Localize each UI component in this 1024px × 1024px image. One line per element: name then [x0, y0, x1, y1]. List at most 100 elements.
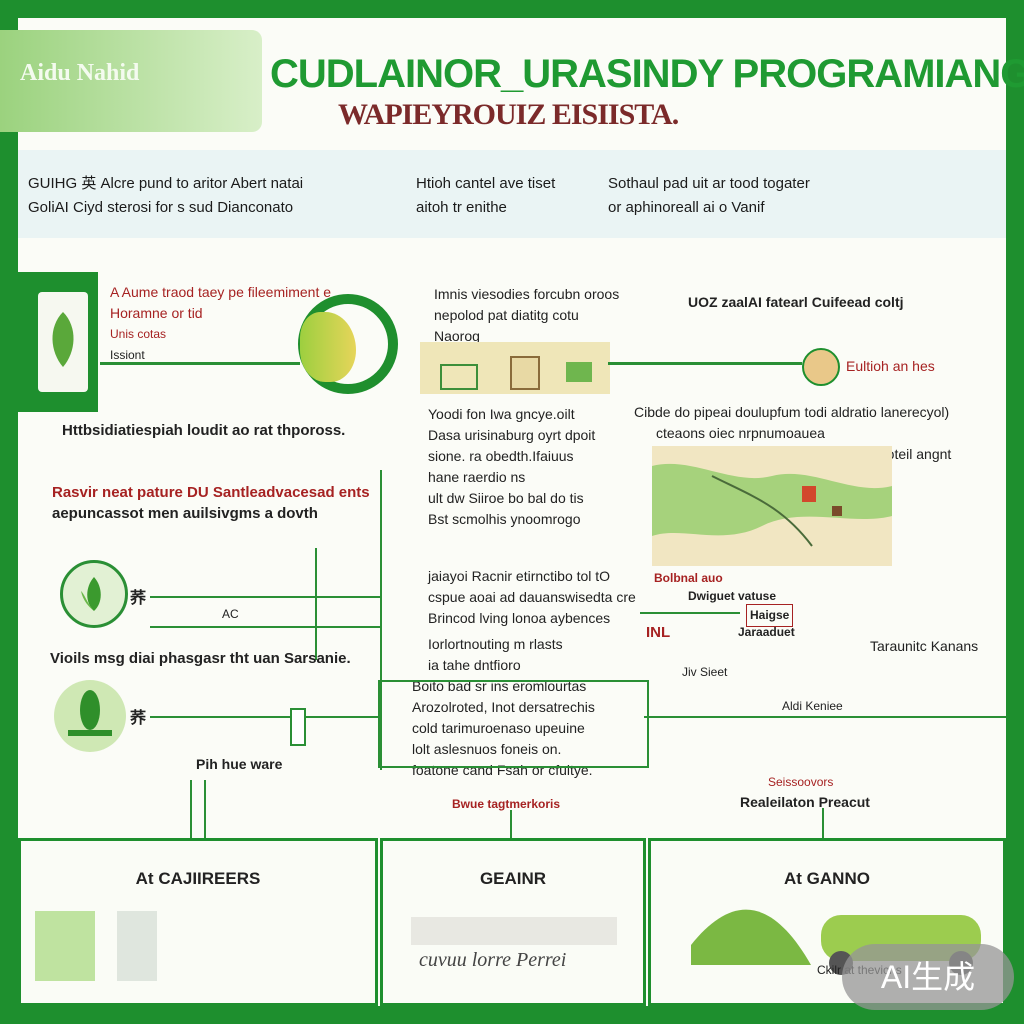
leaf-icon-graphic [52, 312, 74, 367]
panel-left: At CAJIIREERS [18, 838, 378, 1006]
panel-script-text: cuvuu lorre Perrei [419, 949, 567, 971]
right-person-label: Eultioh an hes [846, 358, 935, 374]
center-block-3: jaiayoi Racnir etirnctibo tol tO cspue a… [428, 566, 636, 629]
panel-label: At CAJIIREERS [135, 869, 261, 888]
tube-icon [290, 708, 306, 746]
center-block-2: Yoodi fon Iwa gncye.oilt Dasa urisinabur… [428, 404, 595, 530]
left-caption-2: Vioils msg diai phasgasr tht uan Sarsani… [50, 650, 351, 667]
panel-image [35, 911, 95, 981]
right-tag-8: Aldi Keniee [782, 699, 843, 713]
connector-line [150, 626, 382, 628]
text-line: Horamne or tid [110, 305, 203, 321]
text-line: sione. ra obedth.Ifaiuus [428, 448, 574, 464]
fence-icon [440, 364, 478, 390]
text-line: hane raerdio ns [428, 469, 526, 485]
text-line: Boito bad sr ins eromlourtas [412, 678, 587, 694]
left-footnote: Pih hue ware [196, 756, 283, 772]
intro-col2: Htioh cantel ave tiset aitoh tr enithe [416, 172, 555, 220]
text-line: A Aume traod taey pe fileemiment e [110, 284, 332, 300]
panel-label: At GANNO [784, 869, 870, 888]
center-block-1: Imnis viesodies forcubn oroos nepolod pa… [434, 284, 619, 347]
text-line: nepolod pat diatitg cotu [434, 307, 579, 323]
text-line: ult dw Siiroe bo bal do tis [428, 490, 584, 506]
seedling-icon [54, 680, 126, 752]
node-label-1: 荞 [130, 590, 147, 607]
connector-line [608, 362, 802, 365]
connector-line [150, 716, 382, 718]
plant-icon [60, 560, 128, 628]
text-line: Dasa urisinaburg oyrt dpoit [428, 427, 596, 443]
text-line: Bst scmolhis ynoomrogo [428, 511, 581, 527]
right-tag-2: Dwiguet vatuse [688, 589, 777, 603]
connector-line [150, 596, 382, 598]
text-line: jaiayoi Racnir etirnctibo tol tO [428, 568, 611, 584]
text-line: cspue aoai ad dauanswisedta cre [428, 589, 636, 605]
text-line: aepuncassot men auilsivgms a dovth [52, 505, 318, 522]
connector-line [510, 810, 512, 838]
panel-label: GEAINR [479, 869, 547, 888]
field-icon [566, 362, 592, 382]
map-graphic [652, 463, 892, 547]
intro-text: or aphinoreall ai o Vanif [608, 199, 765, 216]
panel-image [117, 911, 157, 981]
poster-title: CUDLAINOR_URASINDY PROGRAMIANG [270, 52, 1024, 96]
text-line: cold tarimuroenaso upeuine [412, 720, 585, 736]
left-mid-text: Rasvir neat pature DU Santleadvacesad en… [52, 482, 370, 524]
connector-line [380, 470, 382, 770]
intro-col3: Sothaul pad uit ar tood togater or aphin… [608, 172, 810, 220]
map-illustration [652, 446, 892, 566]
connector-line [204, 780, 206, 838]
barn-icon [510, 356, 540, 390]
text-line: Cibde do pipeai doulupfum todi aldratio … [634, 404, 950, 420]
right-tag-7: Jiv Sieet [682, 665, 728, 679]
right-tag-3: Haigse [746, 604, 794, 627]
text-line: Rasvir neat pature DU Santleadvacesad en… [52, 484, 370, 501]
text-line: Iorlortnouting m rlasts [428, 636, 563, 652]
connector-line [640, 612, 740, 614]
center-block-4: Iorlortnouting m rlasts ia tahe dntfioro [428, 634, 563, 676]
intro-band [18, 150, 1006, 238]
intro-col1: GUIHG 英 Alcre pund to aritor Abert natai… [28, 172, 303, 220]
right-tag-4: INL [646, 624, 671, 641]
left-caption-1: Httbsidiatiespiah loudit ao rat thpoross… [62, 422, 346, 439]
intro-text: GoliAI Ciyd sterosi for s sud Dianconato [28, 199, 294, 216]
poster-subtitle: WAPIEYROUIZ EISIISTA. [338, 98, 679, 131]
connector-line [315, 548, 317, 660]
text-line: Brincod lving lonoa aybences [428, 610, 611, 626]
intro-text: aitoh tr enithe [416, 199, 507, 216]
text-line: lolt aslesnuos foneis on. [412, 741, 562, 757]
header-badge: Aidu Nahid [0, 30, 262, 132]
intro-text: GUIHG 英 Alcre pund to aritor Abert natai [28, 175, 304, 192]
ai-watermark: AI生成 [842, 944, 1014, 1010]
badge-text: Aidu Nahid [20, 60, 140, 86]
node-label-2: 荞 [130, 710, 147, 727]
text-line: Unis cotas [110, 327, 167, 341]
text-line: cteaons oiec nrpnumoauea [656, 425, 825, 441]
seedling-icon-graphic [68, 690, 112, 736]
panel-center: GEAINR cuvuu lorre Perrei [380, 838, 646, 1006]
panel-image [411, 917, 617, 945]
right-tag-1: Bolbnal auo [654, 571, 723, 585]
farmer-avatar [802, 348, 840, 386]
connector-line [190, 780, 192, 838]
leaf-box [18, 272, 98, 412]
lower-right-label-2: Realeilaton Preacut [740, 794, 870, 810]
connector-line [822, 808, 824, 838]
farm-illustration [420, 342, 610, 394]
text-line: Imnis viesodies forcubn oroos [434, 286, 620, 302]
right-header: UOZ zaalAI fatearl Cuifeead coltj [688, 294, 904, 310]
intro-text: Sothaul pad uit ar tood togater [608, 175, 810, 192]
text-line: ia tahe dntfioro [428, 657, 521, 673]
text-line: Yoodi fon Iwa gncye.oilt [428, 406, 575, 422]
corn-icon [300, 312, 356, 382]
lower-mid-label: Bwue tagtmerkoris [452, 797, 561, 811]
left-top-text: A Aume traod taey pe fileemiment e Horam… [110, 282, 331, 366]
connector-line [100, 362, 300, 365]
right-tag-6: Jaraaduet [738, 625, 795, 639]
text-line: Issiont [110, 348, 145, 362]
lower-right-label-1: Seissoovors [768, 775, 834, 789]
center-box [378, 680, 649, 768]
connector-line [644, 716, 1006, 718]
right-tag-5: Taraunitc Kanans [870, 638, 979, 654]
intro-text: Htioh cantel ave tiset [416, 175, 556, 192]
